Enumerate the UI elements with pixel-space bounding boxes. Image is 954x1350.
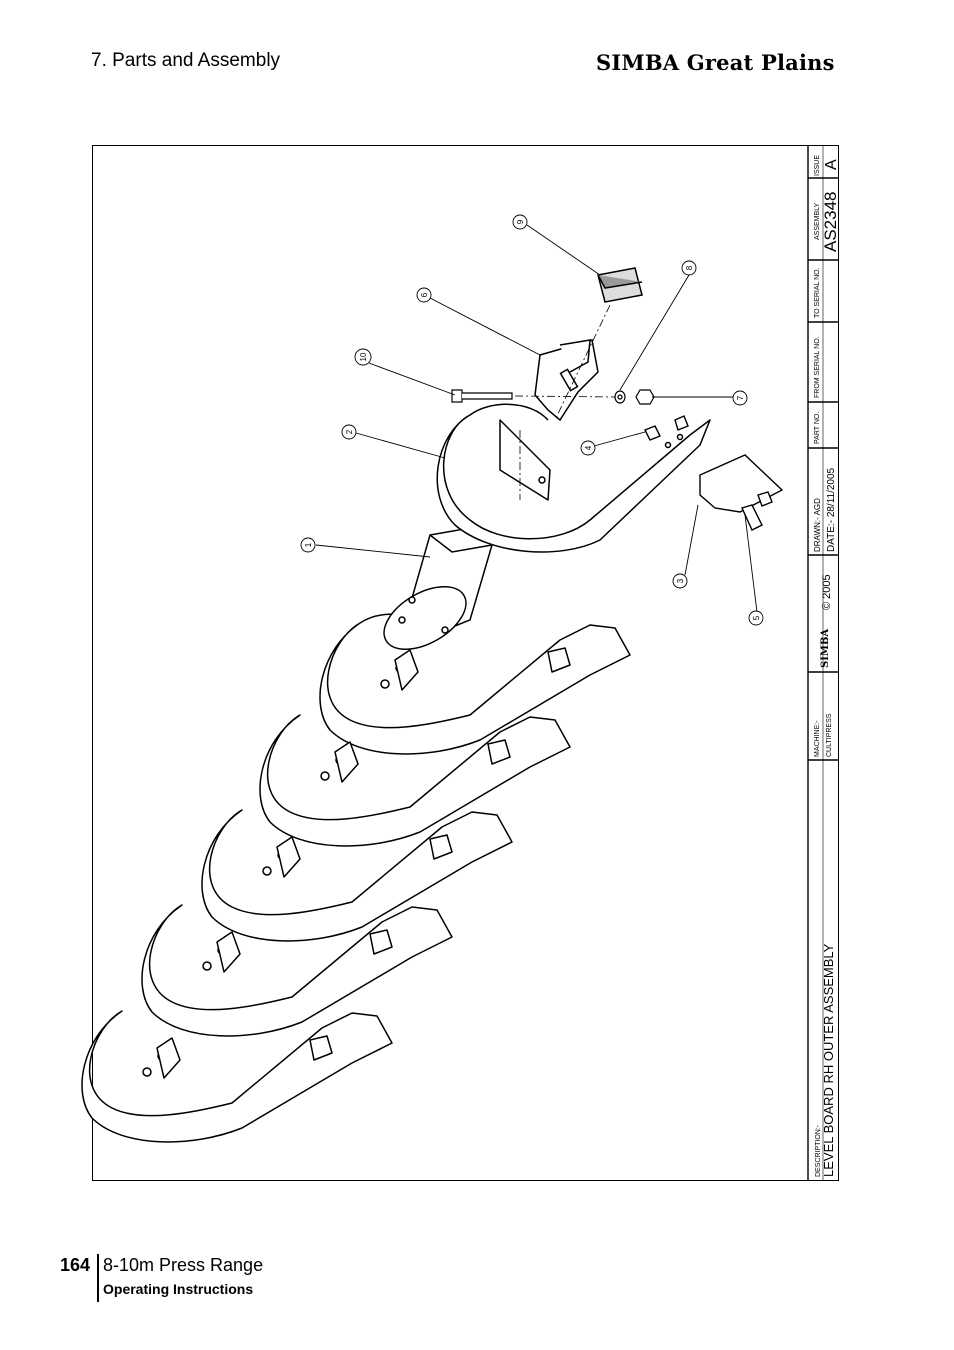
callout-9: 9 <box>512 214 528 230</box>
issue-value: A <box>823 159 840 170</box>
bolt-part-5 <box>741 504 763 531</box>
to-serial-label: TO SERIAL NO. <box>814 267 821 318</box>
description-label: DESCRIPTION:- <box>815 1124 822 1177</box>
machine-name: CULTIPRESS <box>826 713 833 757</box>
level-board-bracket-5 <box>81 1010 393 1143</box>
assembly-number: AS2348 <box>821 192 840 253</box>
svg-text:1: 1 <box>304 542 313 547</box>
section-title: 7. Parts and Assembly <box>91 50 281 71</box>
svg-text:8: 8 <box>685 265 694 270</box>
assembly-label: ASSEMBLY <box>814 202 821 240</box>
svg-text:10: 10 <box>359 352 368 361</box>
svg-text:7: 7 <box>736 395 745 400</box>
bolt-part-4 <box>644 425 661 441</box>
drawing-frame <box>92 145 839 1181</box>
callout-7: 7 <box>732 390 748 406</box>
callout-8: 8 <box>681 260 697 276</box>
level-board-bracket-2 <box>259 714 571 847</box>
copyright: © 2005 <box>821 574 833 610</box>
simba-logo: SIMBA <box>820 629 831 668</box>
brand-logo: SIMBA Great Plains <box>596 50 835 75</box>
svg-text:4: 4 <box>584 445 593 450</box>
callout-3: 3 <box>672 573 688 589</box>
end-cap <box>597 267 643 303</box>
callout-6: 6 <box>416 287 432 303</box>
level-board-bracket-4 <box>141 904 453 1037</box>
callout-2: 2 <box>341 424 357 440</box>
svg-text:6: 6 <box>420 292 429 297</box>
svg-text:9: 9 <box>516 219 525 224</box>
drawing-date: DATE:- 28/11/2005 <box>826 467 837 552</box>
bolt-part-10 <box>451 389 513 403</box>
callout-1: 1 <box>300 537 316 553</box>
callout-4: 4 <box>580 440 596 456</box>
description: LEVEL BOARD RH OUTER ASSEMBLY <box>821 943 836 1177</box>
page-number: 164 <box>60 1255 91 1275</box>
callout-10: 10 <box>354 348 372 366</box>
issue-label: ISSUE <box>814 155 821 176</box>
callout-5: 5 <box>748 610 764 626</box>
footer-range: 8-10m Press Range <box>103 1255 264 1275</box>
nut <box>635 389 655 405</box>
part-no-label: PART NO. <box>814 412 821 444</box>
drawn-by: DRAWN:- AGD <box>813 498 822 552</box>
main-bracket <box>436 414 711 553</box>
svg-text:2: 2 <box>345 429 354 434</box>
footer-subtitle: Operating Instructions <box>103 1281 254 1297</box>
level-board-bracket-3 <box>201 809 513 942</box>
footer-divider <box>97 1254 99 1302</box>
svg-text:3: 3 <box>676 578 685 583</box>
machine-label: MACHINE:- <box>814 720 821 757</box>
svg-text:5: 5 <box>752 615 761 620</box>
from-serial-label: FROM SERIAL NO. <box>814 336 821 398</box>
level-board-bracket-1 <box>319 613 631 755</box>
